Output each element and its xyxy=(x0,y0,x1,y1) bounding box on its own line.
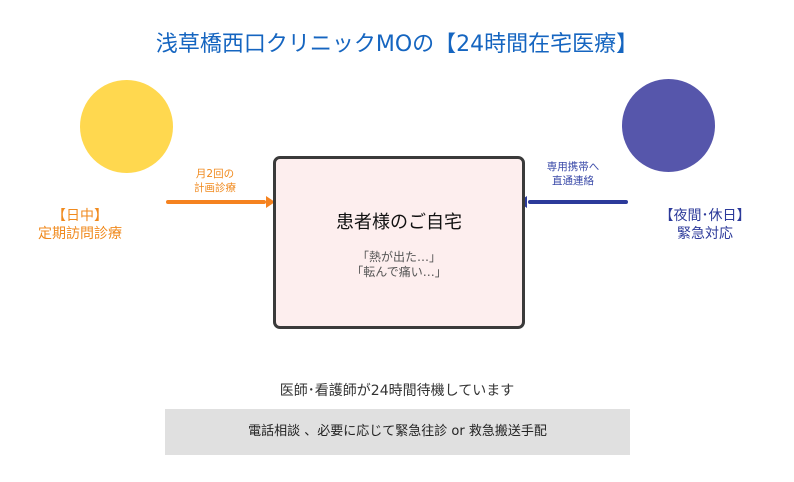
night-arrow-caption: 専用携帯へ 直通連絡 xyxy=(528,160,618,188)
standby-note: 医師･看護師が24時間待機しています xyxy=(279,383,515,399)
night-label-line1: 【夜間･休日】 xyxy=(659,208,751,224)
quote-fever: 「熱が出た…」 xyxy=(356,250,441,264)
response-bar xyxy=(165,409,630,455)
day-arrow-caption-line1: 月2回の xyxy=(195,168,235,180)
day-label-line2: 定期訪問診療 xyxy=(38,226,122,242)
night-arrow-caption-line2: 直通連絡 xyxy=(552,175,594,187)
day-sun-circle-icon xyxy=(80,80,173,173)
day-arrow-caption: 月2回の 計画診療 xyxy=(170,167,260,195)
day-label: 【日中】 定期訪問診療 xyxy=(20,207,140,243)
night-label: 【夜間･休日】 緊急対応 xyxy=(640,207,770,243)
night-arrow-line xyxy=(528,200,628,204)
patient-home-title: 患者様のご自宅 xyxy=(336,212,462,233)
day-arrow-head-icon xyxy=(266,196,275,208)
day-label-line1: 【日中】 xyxy=(52,208,108,224)
night-arrow-caption-line1: 専用携帯へ xyxy=(546,161,600,173)
day-arrow-caption-line2: 計画診療 xyxy=(194,182,236,194)
response-text: 電話相談 、必要に応じて緊急往診 or 救急搬送手配 xyxy=(248,424,547,439)
patient-home-box xyxy=(273,156,525,329)
patient-quotes: 「熱が出た…」 「転んで痛い…」 xyxy=(273,250,525,280)
day-arrow-line xyxy=(166,200,266,204)
night-moon-circle-icon xyxy=(622,79,715,172)
quote-fall: 「転んで痛い…」 xyxy=(351,265,447,279)
page-title: 浅草橋西口クリニックMOの【24時間在宅医療】 xyxy=(155,32,639,57)
night-label-line2: 緊急対応 xyxy=(677,226,733,242)
